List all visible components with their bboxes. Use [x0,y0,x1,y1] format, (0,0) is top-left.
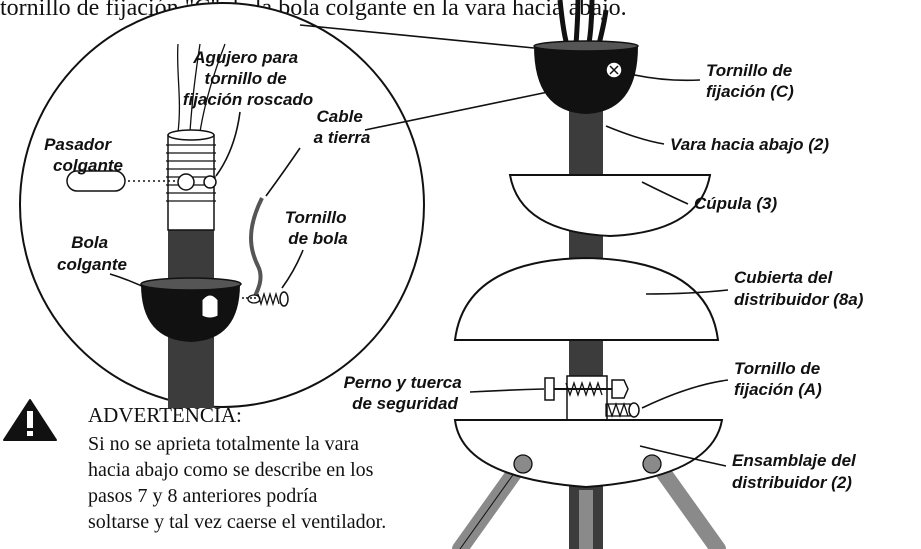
main-assembly [452,0,726,549]
leader-agujero [215,111,241,177]
pin-hole [177,173,195,191]
setscrew-hole [203,175,217,189]
leader-bola [109,273,151,291]
leader-vara [605,125,665,145]
safety-nut [611,379,629,399]
label-cable: Cable a tierra [314,107,371,147]
label-tornillo-bola: Tornillo de bola [285,208,351,248]
set-screw-a [605,401,640,419]
leader-cupula [641,181,689,205]
leader-cable [265,147,301,197]
warning-block: ADVERTENCIA: Si no se aprieta totalmente… [3,399,386,533]
leader-tornillo-c [621,71,701,82]
warning-title: ADVERTENCIA: [88,403,242,427]
inset-circle [19,2,425,408]
inset-connector [299,24,535,49]
coupling-assembly [453,419,724,489]
hanger-pin [66,170,126,192]
label-vara: Vara hacia abajo (2) [670,135,829,154]
label-tornillo-c: Tornillo de fijación (C) [706,61,797,101]
inset-threaded-pipe [166,129,217,231]
hanger-ball [534,46,638,114]
label-tornillo-a: Tornillo de fijación (A) [734,359,825,399]
label-agujero: Agujero para tornillo de fijación roscad… [183,48,313,109]
coupling-cover [453,256,720,341]
safety-bolt [544,377,629,401]
leader-perno [469,388,545,393]
hanger-ball-rim [533,40,639,52]
label-cupula: Cúpula (3) [694,194,777,213]
leader-ensamblaje [639,445,727,467]
warning-body: Si no se aprieta totalmente la vara haci… [88,433,386,533]
ground-wire [249,197,264,299]
ball-screw [257,291,289,307]
warning-triangle-icon [3,399,57,441]
intro-text: tornillo de fijación "C" de la bola colg… [0,0,627,21]
label-cubierta: Cubierta del distribuidor (8a) [734,268,864,309]
label-pasador: Pasador colgante [44,135,123,175]
inset-connector [364,91,549,131]
canopy [508,174,712,238]
inset-detail [19,2,549,408]
leader-cubierta [645,289,729,295]
leader-tornillo-a [641,379,729,409]
label-ensamblaje: Ensamblaje del distribuidor (2) [732,451,861,492]
leader-tornillo-bola [281,249,304,289]
coupling-sleeve [566,375,608,423]
label-perno: Perno y tuerca de seguridad [344,373,467,413]
label-bola: Bola colgante [57,233,127,274]
screw-slot-icon [609,65,619,75]
arm-right [650,457,726,549]
